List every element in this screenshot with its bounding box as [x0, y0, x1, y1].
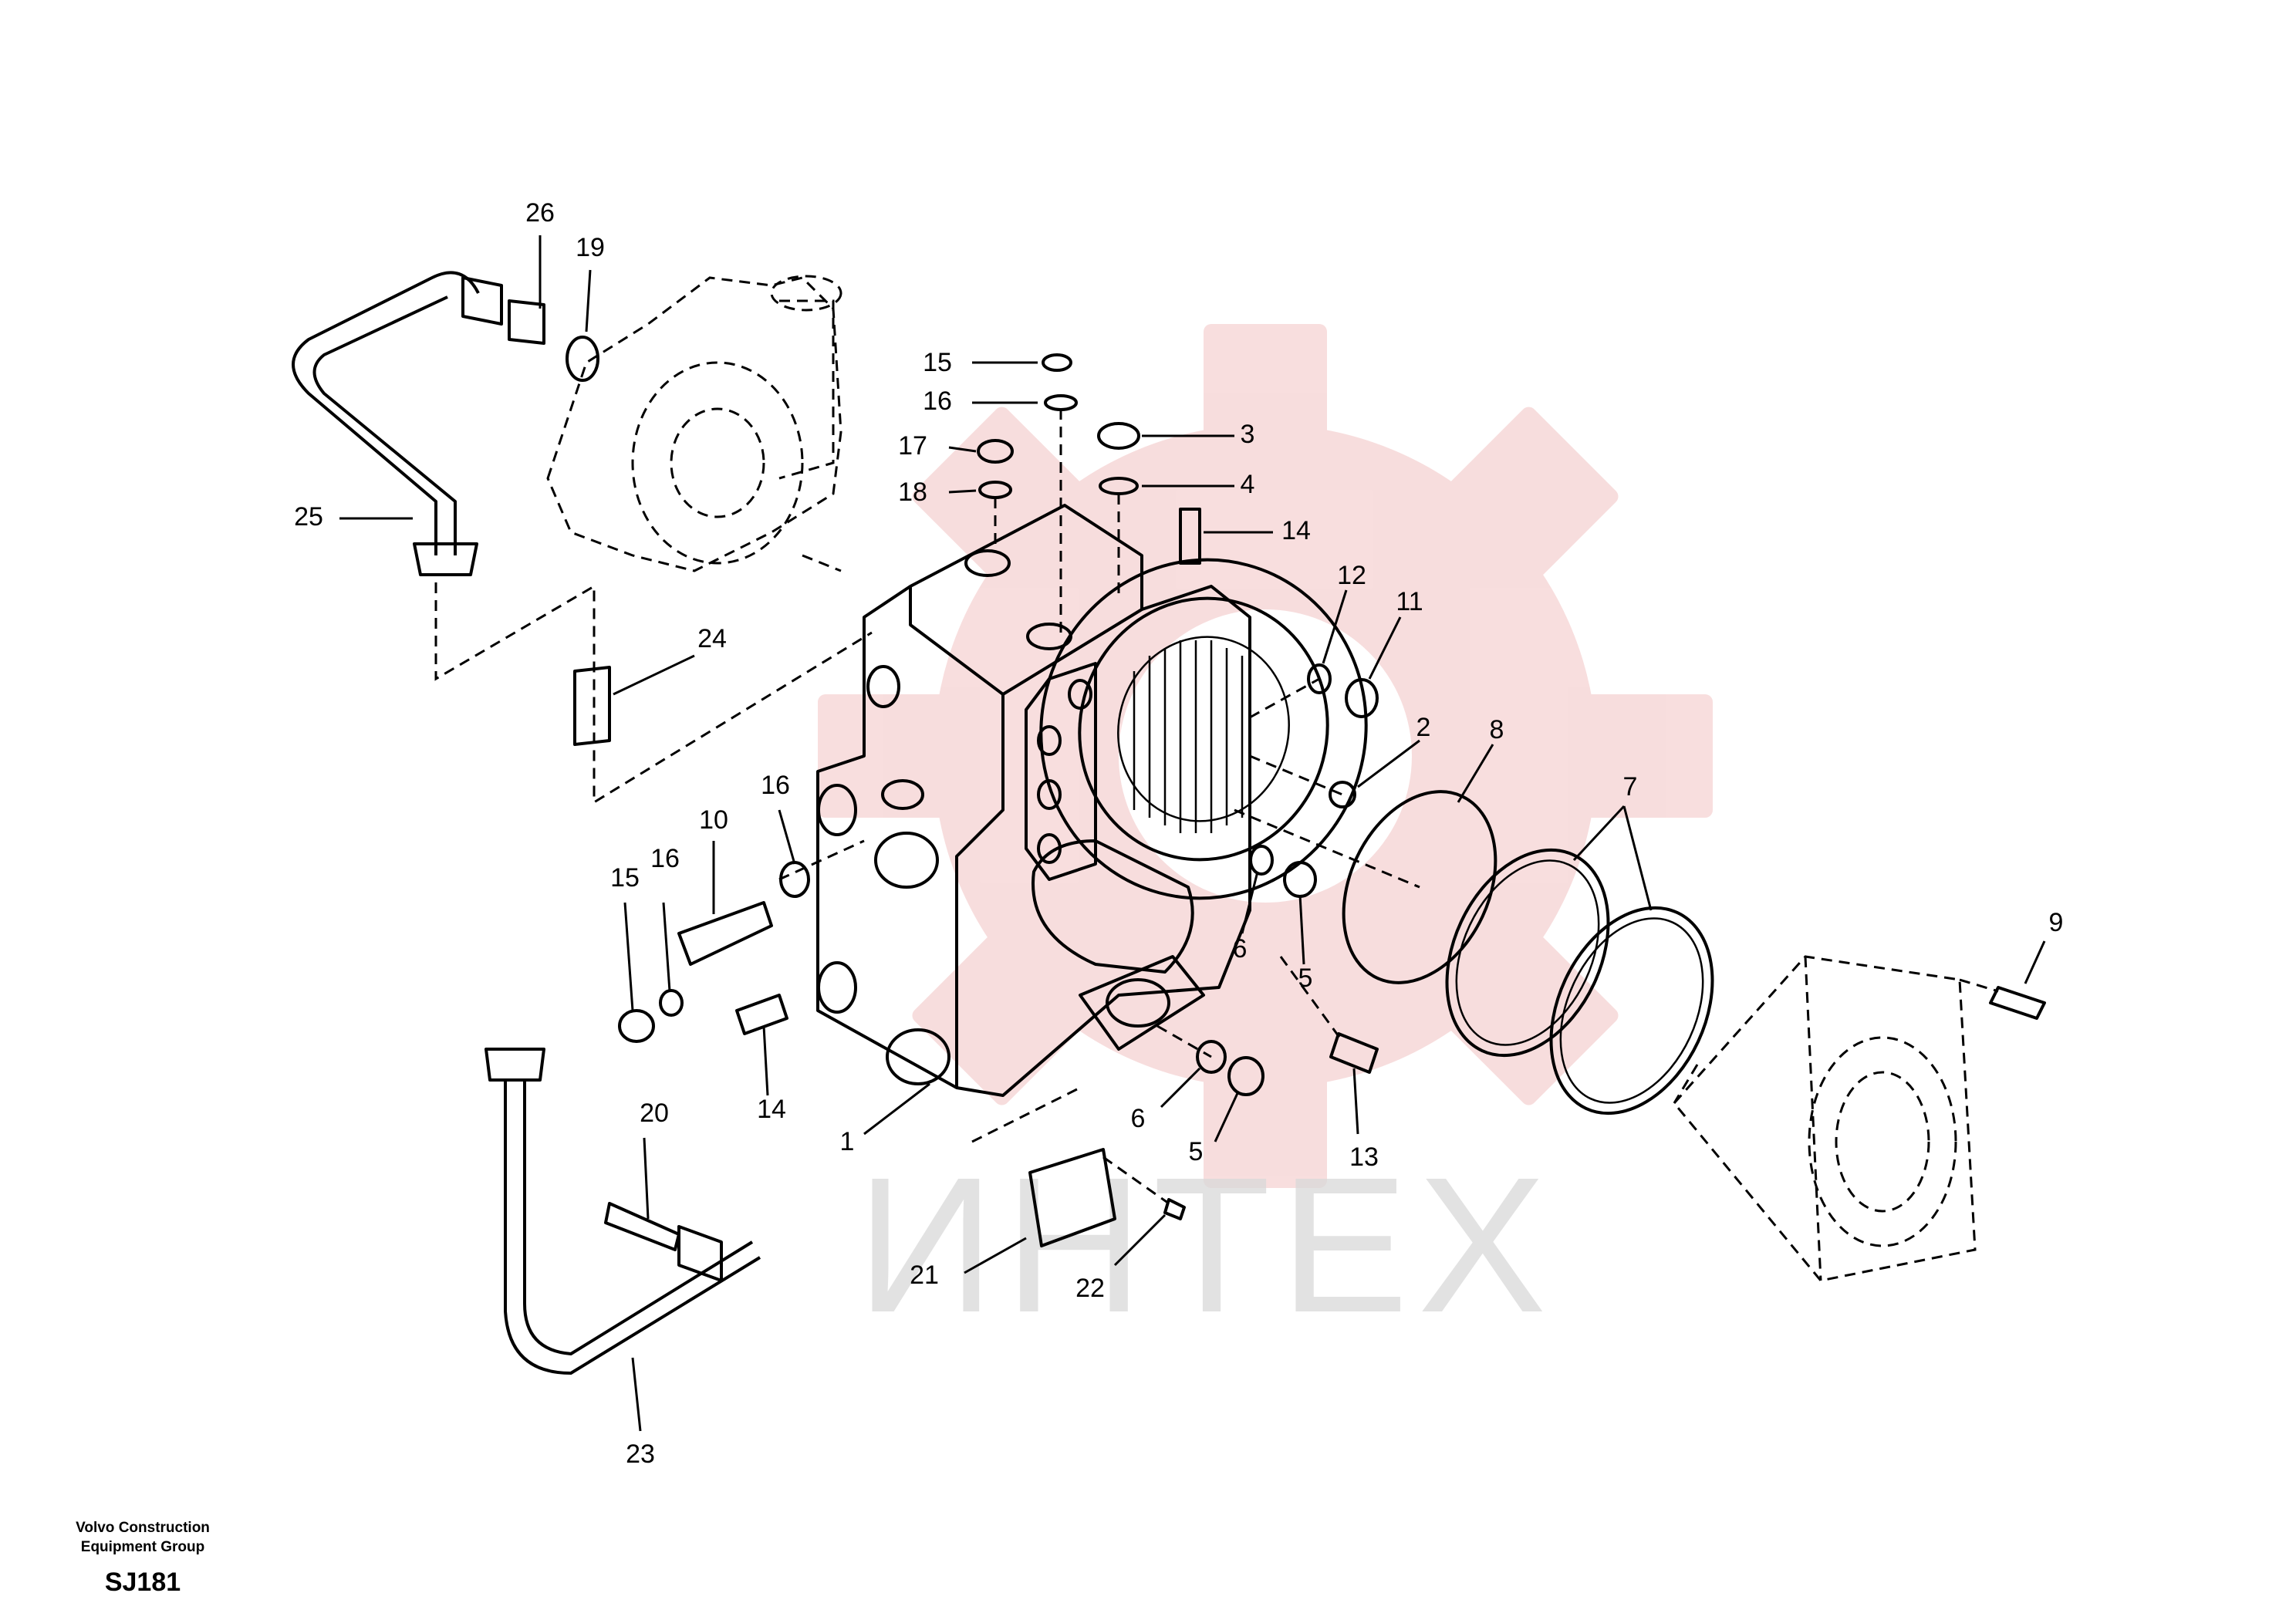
callout-23: 23	[626, 1439, 655, 1469]
callout-labels: 26 19 15 16 3 17 4 18 14 25 12 11 24 2 8…	[294, 198, 2063, 1469]
splined-flange	[1025, 558, 1368, 900]
watermark-text: ИНТЕХ	[856, 1137, 1555, 1352]
callout-9: 9	[2049, 908, 2064, 937]
footer-org-line1: Volvo Construction	[76, 1520, 210, 1536]
callout-16: 16	[923, 386, 952, 416]
callout-15: 15	[923, 348, 952, 377]
callout-16: 16	[650, 844, 680, 873]
ring-16-top	[1044, 394, 1078, 411]
bolt-10	[677, 901, 773, 966]
fitting-14-left	[735, 994, 788, 1035]
callout-15: 15	[610, 863, 640, 893]
footer-org-line2: Equipment Group	[80, 1539, 205, 1555]
main-housing	[816, 504, 1251, 1097]
callout-4: 4	[1241, 470, 1255, 499]
bolt-9	[1989, 986, 2046, 1020]
callout-16: 16	[761, 771, 790, 800]
assembly-lines	[778, 409, 1999, 1205]
callout-20: 20	[640, 1099, 669, 1128]
plug-5-bottom	[1227, 1056, 1264, 1096]
fitting-24	[573, 666, 611, 746]
ring-16-left	[659, 989, 684, 1017]
callout-11: 11	[1396, 587, 1423, 616]
callout-5: 5	[1298, 964, 1313, 993]
callout-6: 6	[1233, 934, 1248, 964]
cover-plate-21	[1028, 1148, 1116, 1247]
callout-26: 26	[525, 198, 555, 228]
ring-6-top	[1249, 845, 1274, 876]
plug-17	[977, 439, 1014, 464]
callout-18: 18	[898, 478, 927, 507]
callout-17: 17	[898, 431, 927, 461]
callout-3: 3	[1241, 420, 1255, 449]
lower-pipe-23	[485, 1048, 761, 1375]
diagram-code: SJ181	[104, 1568, 181, 1597]
rear-cover-dashed	[1673, 955, 1977, 1282]
callout-12: 12	[1337, 561, 1366, 590]
callout-24: 24	[697, 624, 727, 653]
ring-12	[1307, 663, 1332, 694]
callout-14: 14	[1281, 516, 1311, 545]
watermark-gear-icon	[818, 324, 1713, 1188]
plug-15-left	[618, 1009, 655, 1043]
callout-19: 19	[576, 233, 605, 262]
callout-14: 14	[757, 1095, 786, 1124]
callout-21: 21	[910, 1261, 939, 1290]
callout-10: 10	[699, 805, 728, 835]
callout-7: 7	[1623, 772, 1638, 802]
ring-6-bottom	[1196, 1040, 1227, 1074]
callout-13: 13	[1349, 1142, 1379, 1172]
callout-5: 5	[1189, 1137, 1204, 1166]
plug-11	[1345, 678, 1379, 718]
upper-dashed-assembly	[546, 275, 842, 572]
screw-22	[1163, 1198, 1186, 1220]
upper-pipe-25	[292, 271, 873, 805]
plug-3	[1097, 422, 1140, 450]
ring-2	[1329, 781, 1356, 808]
callout-25: 25	[294, 502, 323, 532]
callout-1: 1	[840, 1127, 855, 1156]
plug-15-top	[1042, 353, 1072, 372]
callout-22: 22	[1075, 1274, 1105, 1303]
fitting-14-top	[1179, 508, 1201, 565]
footer-brand-block: Volvo Construction Equipment Group SJ181	[54, 1518, 231, 1598]
fitting-13	[1329, 1032, 1379, 1074]
callout-2: 2	[1416, 713, 1431, 742]
callout-8: 8	[1490, 715, 1504, 744]
leader-arrows	[339, 235, 2046, 1432]
callout-6: 6	[1131, 1104, 1146, 1133]
